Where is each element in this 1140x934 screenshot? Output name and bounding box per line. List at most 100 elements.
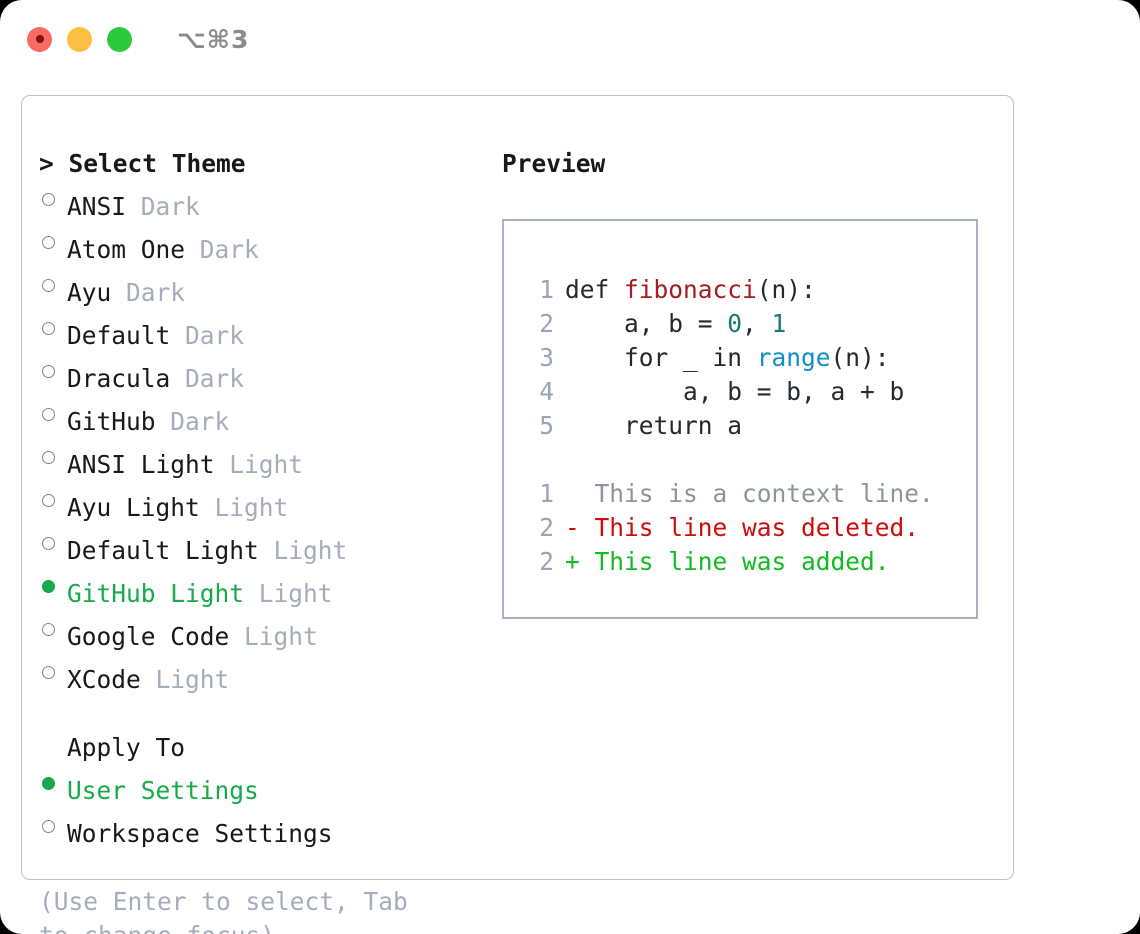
diff-line-del: 2- This line was deleted. <box>524 511 976 545</box>
line-number: 3 <box>539 343 554 372</box>
theme-kind-badge: Light <box>244 622 318 651</box>
minimize-button-icon[interactable] <box>67 26 92 52</box>
theme-name: Atom One <box>67 235 186 264</box>
radio-unselected-icon <box>39 181 67 215</box>
line-number: 4 <box>539 377 554 406</box>
theme-option-ayu-light[interactable]: Ayu Light Light <box>39 482 499 525</box>
theme-option-google-code[interactable]: Google Code Light <box>39 611 499 654</box>
apply-to-heading: Apply To <box>67 733 186 762</box>
radio-unselected-icon <box>39 353 67 387</box>
code-line-content: def fibonacci(n): <box>565 273 816 307</box>
theme-kind-badge: Light <box>258 579 333 608</box>
keyboard-hint-text: (Use Enter to select, Tab to change focu… <box>39 887 408 934</box>
code-line-content: a, b = b, a + b <box>565 375 904 409</box>
code-token: , <box>742 309 772 338</box>
theme-name: Google Code <box>67 622 230 651</box>
theme-option-xcode[interactable]: XCode Light <box>39 654 499 697</box>
theme-kind-badge: Dark <box>140 192 200 221</box>
theme-option-github-light[interactable]: GitHub Light Light <box>39 568 499 611</box>
line-number: 5 <box>539 411 554 440</box>
radio-selected-icon <box>39 568 67 602</box>
line-number: 1 <box>539 479 554 508</box>
line-number: 2 <box>539 513 554 542</box>
theme-option-default[interactable]: Default Dark <box>39 310 499 353</box>
theme-name: ANSI <box>67 192 127 221</box>
theme-option-github[interactable]: GitHub Dark <box>39 396 499 439</box>
theme-kind-badge: Light <box>214 493 289 522</box>
theme-kind-badge: Dark <box>199 235 259 264</box>
theme-name: GitHub Light <box>67 579 245 608</box>
theme-name: GitHub <box>67 407 156 436</box>
radio-unselected-icon <box>39 267 67 301</box>
radio-selected-icon <box>39 765 67 799</box>
theme-kind-badge: Dark <box>185 321 245 350</box>
code-line: 3 for _ in range(n): <box>524 341 976 375</box>
theme-option-ansi[interactable]: ANSI Dark <box>39 181 499 224</box>
theme-name: ANSI Light <box>67 450 215 479</box>
theme-option-ansi-light[interactable]: ANSI Light Light <box>39 439 499 482</box>
theme-kind-badge: Dark <box>170 407 230 436</box>
code-token: a, b = <box>565 309 728 338</box>
theme-name: XCode <box>67 665 141 694</box>
theme-name: Default Light <box>67 536 259 565</box>
radio-unselected-icon <box>39 396 67 430</box>
theme-option-atom-one[interactable]: Atom One Dark <box>39 224 499 267</box>
code-diff-spacer <box>524 443 976 477</box>
line-number: 2 <box>539 547 554 576</box>
apply-to-label: User Settings <box>67 776 259 805</box>
line-number: 1 <box>539 275 554 304</box>
code-line: 1 def fibonacci(n): <box>524 273 976 307</box>
preview-heading: Preview <box>502 149 606 178</box>
apply-to-option-workspace-settings[interactable]: Workspace Settings <box>39 808 499 851</box>
radio-unselected-icon <box>39 310 67 344</box>
list-spacer <box>39 697 499 731</box>
radio-unselected-icon <box>39 224 67 258</box>
theme-kind-badge: Dark <box>126 278 186 307</box>
keyboard-shortcut-label: ⌥⌘3 <box>177 24 250 54</box>
diff-line-add: 2 + This line was added. <box>524 545 976 579</box>
radio-unselected-icon <box>39 611 67 645</box>
code-line: 4 a, b = b, a + b <box>524 375 976 409</box>
theme-kind-badge: Light <box>229 450 304 479</box>
select-theme-heading: > Select Theme <box>39 149 246 178</box>
theme-name: Ayu <box>67 278 112 307</box>
code-token: 1 <box>771 309 787 338</box>
diff-line-ctx: 1 This is a context line. <box>524 477 976 511</box>
code-line-content: return a <box>565 409 742 443</box>
code-token: (n): <box>830 343 890 372</box>
diff-preview: 1 This is a context line.2- This line wa… <box>524 477 976 579</box>
radio-unselected-icon <box>39 525 67 559</box>
code-token: a, b = b, a + b <box>565 377 905 406</box>
theme-option-ayu[interactable]: Ayu Dark <box>39 267 499 310</box>
traffic-light-buttons <box>27 26 132 52</box>
theme-name: Dracula <box>67 364 171 393</box>
line-number: 2 <box>539 309 554 338</box>
theme-kind-badge: Dark <box>185 364 245 393</box>
code-line-content: for _ in range(n): <box>565 341 890 375</box>
theme-name: Ayu Light <box>67 493 200 522</box>
radio-unselected-icon <box>39 482 67 516</box>
close-button-icon[interactable] <box>27 26 52 52</box>
apply-to-option-user-settings[interactable]: User Settings <box>39 765 499 808</box>
code-token: 0 <box>727 309 743 338</box>
theme-option-dracula[interactable]: Dracula Dark <box>39 353 499 396</box>
diff-line-content: This is a context line. <box>565 479 934 508</box>
radio-unselected-icon <box>39 808 67 842</box>
code-token: return a <box>565 411 743 440</box>
theme-option-default-light[interactable]: Default Light Light <box>39 525 499 568</box>
code-token: range <box>756 343 831 372</box>
code-token: def <box>565 275 625 304</box>
diff-line-content: + This line was added. <box>565 547 890 576</box>
maximize-button-icon[interactable] <box>107 26 132 52</box>
code-line: 5 return a <box>524 409 976 443</box>
radio-unselected-icon <box>39 654 67 688</box>
code-line: 2 a, b = 0, 1 <box>524 307 976 341</box>
